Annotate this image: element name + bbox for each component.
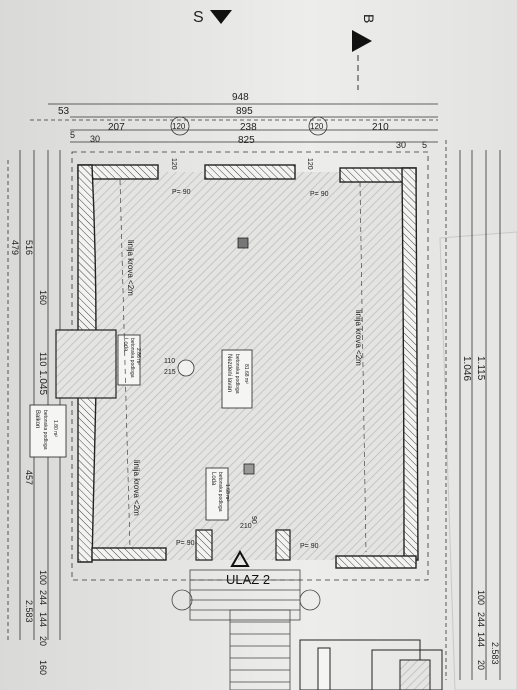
level-marker-circle (177, 359, 195, 377)
dim-right-1046: 1.046 (461, 356, 472, 381)
dim-window-sill-a: 120 (170, 158, 177, 170)
dim-seg-right: 210 (372, 122, 389, 133)
loda-mid-name: Loda (210, 472, 216, 486)
right-dimensions (445, 140, 501, 680)
roof-line-top-left: linija krova <2m (126, 240, 135, 296)
dim-door-215: 215 (164, 369, 176, 376)
loda-top-label-box (117, 334, 141, 386)
entrance-triangle-icon (230, 549, 250, 567)
dim-window-b: 120 (310, 122, 324, 131)
dim-left-110: 110 (38, 352, 48, 366)
dim-right-244: 244 (476, 612, 486, 627)
north-label: B (361, 14, 377, 23)
chimney-top-icon (237, 237, 249, 249)
dim-left-160b: 160 (38, 660, 48, 675)
p90-bottom-right: P= 90 (300, 543, 319, 550)
dim-window-a: 120 (172, 122, 186, 131)
dim-left-457: 457 (24, 470, 34, 485)
dim-left-144: 144 (38, 612, 48, 627)
dim-seg-left: 207 (108, 122, 125, 133)
dim-left-100: 100 (38, 570, 48, 585)
dim-left-244: 244 (38, 590, 48, 605)
balkon-area: 1.80 m² (52, 420, 58, 437)
balkon-label-box (29, 404, 67, 458)
p90-top-right: P= 90 (310, 191, 329, 198)
dim-left-20: 20 (38, 636, 48, 646)
south-arrow-icon (210, 10, 232, 24)
dim-right-2583: 2.583 (490, 642, 500, 665)
dim-right-20: 20 (476, 660, 486, 670)
p90-top-left: P= 90 (172, 189, 191, 196)
loda-top-niche (55, 329, 117, 399)
dim-right-1115: 1.115 (475, 356, 486, 381)
dim-door-110: 110 (164, 358, 175, 365)
dim-total-width: 948 (232, 92, 249, 103)
roof-line-left-dash (119, 179, 131, 549)
loda-top-sub: betonska podloga (129, 338, 135, 378)
dim-thick-30-left: 30 (90, 134, 100, 144)
main-room-name: Nezdeni lavan (226, 354, 232, 392)
south-label: S (193, 9, 204, 26)
top-dimensions (30, 103, 438, 143)
main-room-label-box (221, 349, 253, 409)
dim-right-100: 100 (476, 590, 486, 605)
dim-window-sill-b: 120 (306, 158, 313, 170)
dim-left-516: 516 (24, 240, 34, 255)
loda-top-area: 2.86 m² (135, 348, 141, 365)
dim-thick-30-right: 30 (396, 140, 406, 150)
main-room-area: 81.68 m² (243, 364, 249, 384)
dim-left-479: 479 (10, 240, 20, 255)
dim-inner-width: 895 (236, 106, 253, 117)
dim-seg-mid: 238 (240, 122, 257, 133)
dim-right-144: 144 (476, 632, 486, 647)
loda-mid-area: 1.68 m² (224, 484, 230, 501)
loda-top-name: Loda (122, 338, 128, 352)
walls (77, 164, 419, 569)
chimney-bottom-icon (243, 463, 255, 475)
dim-thick-5-right: 5 (422, 140, 427, 150)
dim-wall-width: 825 (238, 135, 255, 146)
dim-thick-5-left: 5 (70, 130, 75, 140)
main-room-sub: betonska podloga (234, 354, 240, 394)
balkon-name: Balkon (34, 410, 40, 428)
roof-line-bottom-left: linija krova <2m (132, 460, 141, 516)
dim-left-160: 160 (38, 290, 48, 305)
dim-entrance-90: 90 (250, 516, 257, 524)
p90-bottom-left: P= 90 (176, 540, 195, 547)
entrance-label: ULAZ 2 (226, 572, 270, 587)
loda-mid-label-box (205, 467, 229, 521)
entrance-area (195, 529, 291, 561)
dim-left-1045: 1.045 (37, 370, 48, 395)
stairs (171, 569, 321, 690)
dim-entrance-210: 210 (240, 523, 252, 530)
roof-line-right: linija krova <2m (354, 310, 363, 366)
adjacent-plan (299, 639, 443, 690)
balkon-sub: betonska podloga (42, 410, 48, 450)
dim-left-offset: 53 (58, 106, 70, 117)
dim-left-2583: 2.583 (24, 600, 34, 623)
loda-mid-sub: betonska podloga (217, 472, 223, 512)
roof-line-right-dash (359, 181, 367, 553)
second-sheet (439, 231, 517, 690)
north-arrow-icon (352, 30, 372, 52)
